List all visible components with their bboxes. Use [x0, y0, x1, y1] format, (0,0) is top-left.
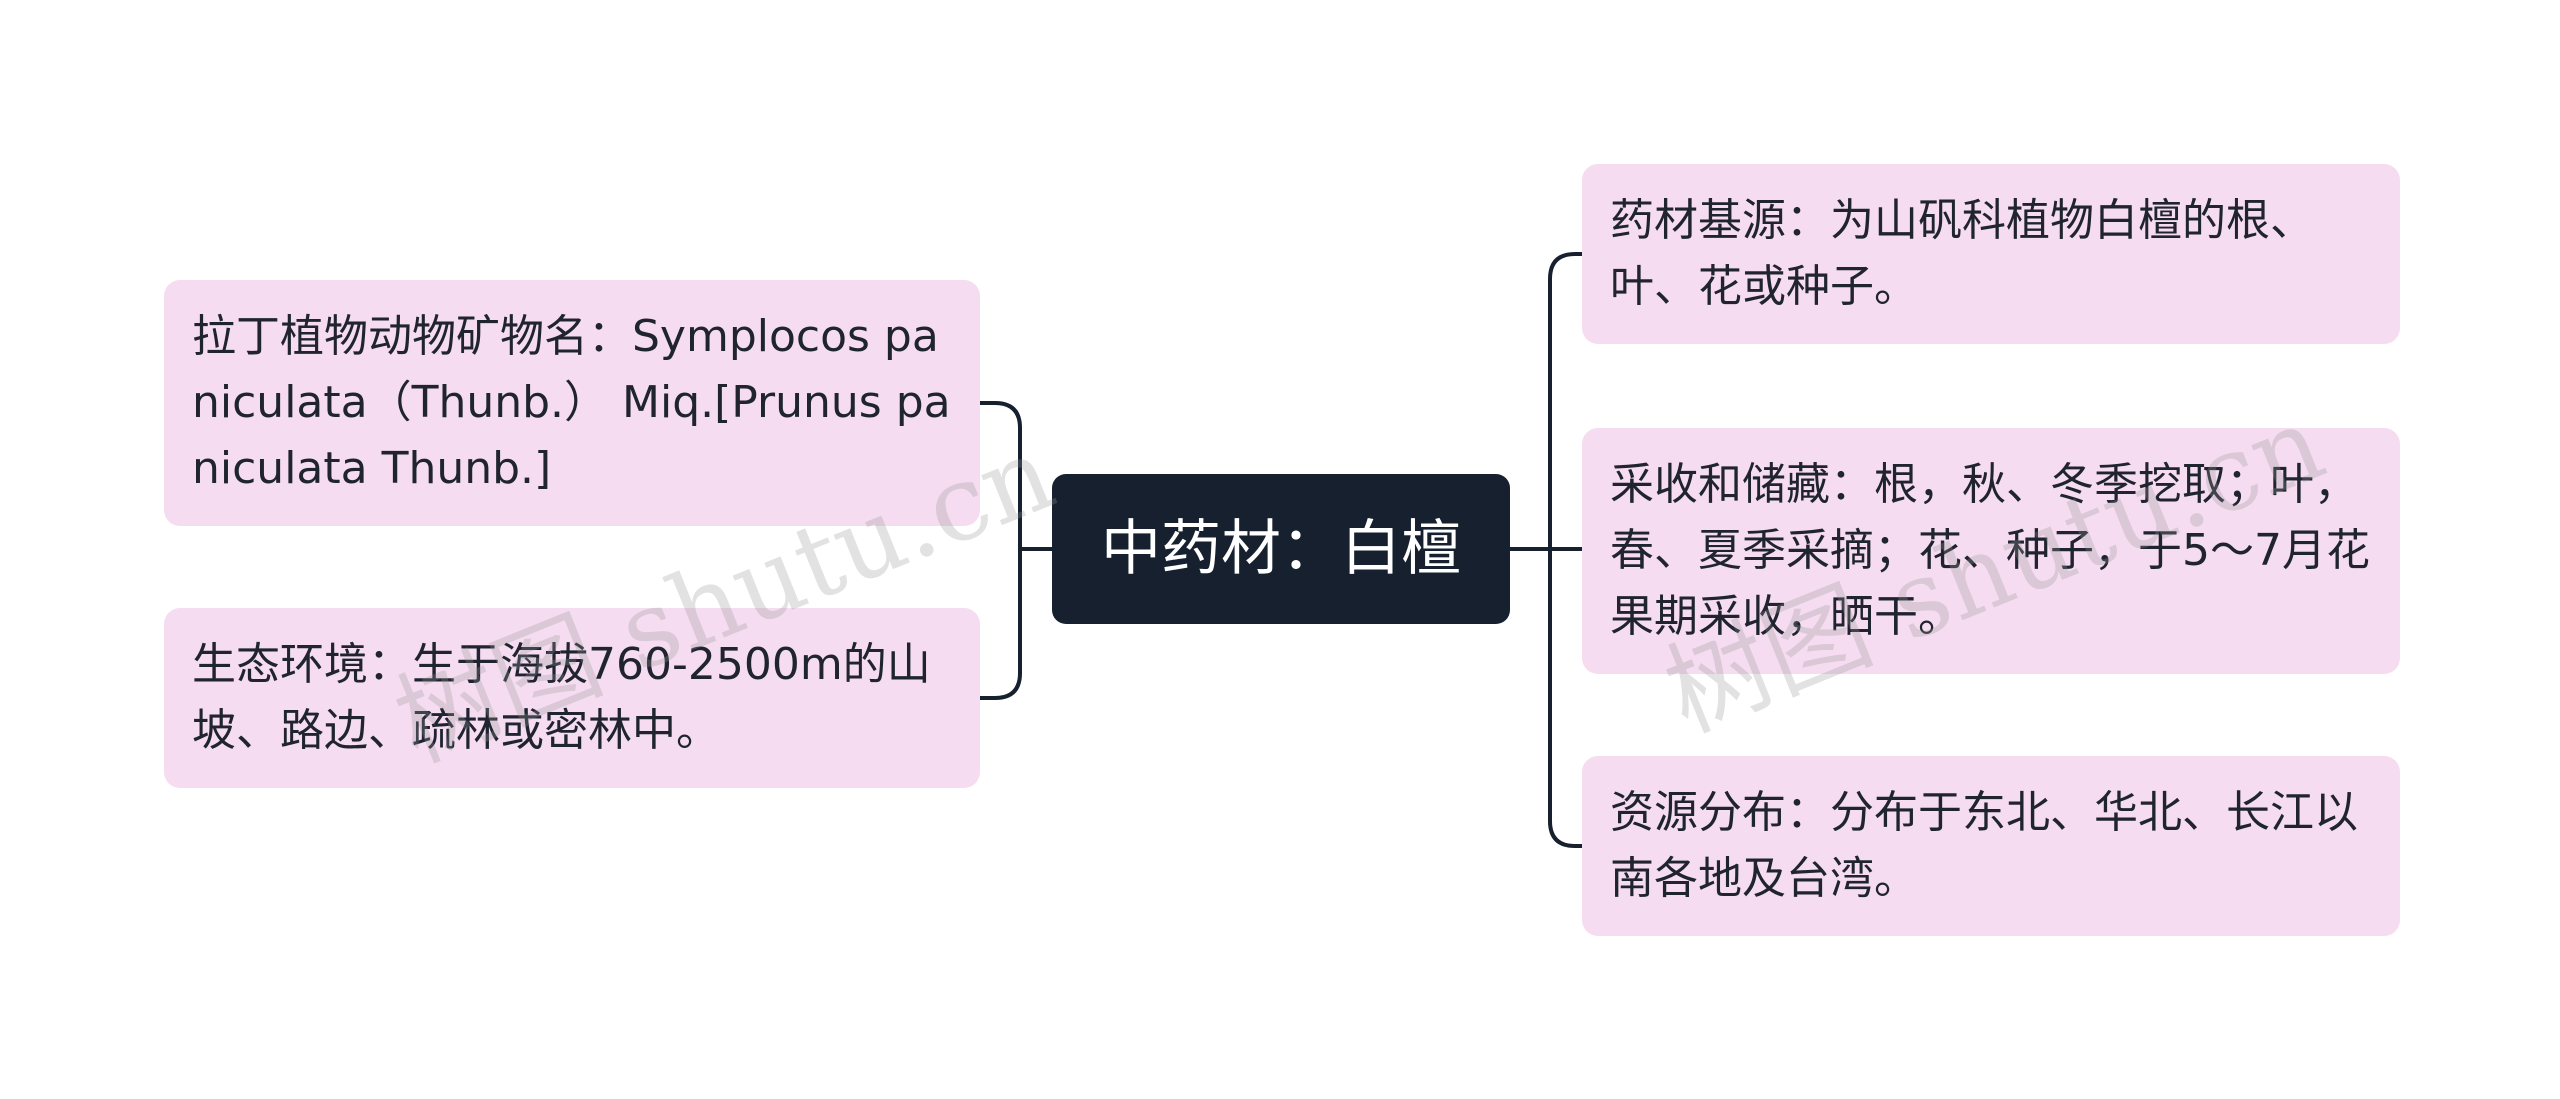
connector-left-1: [980, 401, 1022, 549]
node-latin-name[interactable]: 拉丁植物动物矿物名：Symplocos paniculata（Thunb.） M…: [164, 280, 980, 526]
connector-left-2: [980, 549, 1022, 700]
connector-right-1: [1548, 252, 1582, 549]
node-harvest-storage-text: 采收和储藏：根，秋、冬季挖取；叶，春、夏季采摘；花、种子，于5～7月花果期采收，…: [1610, 459, 2370, 642]
node-distribution[interactable]: 资源分布：分布于东北、华北、长江以南各地及台湾。: [1582, 756, 2400, 936]
connector-right-3: [1548, 549, 1582, 848]
node-habitat[interactable]: 生态环境：生于海拔760-2500m的山坡、路边、疏林或密林中。: [164, 608, 980, 788]
node-latin-name-text: 拉丁植物动物矿物名：Symplocos paniculata（Thunb.） M…: [192, 311, 951, 494]
central-topic[interactable]: 中药材：白檀: [1052, 474, 1510, 624]
node-distribution-text: 资源分布：分布于东北、华北、长江以南各地及台湾。: [1610, 787, 2358, 904]
node-source[interactable]: 药材基源：为山矾科植物白檀的根、叶、花或种子。: [1582, 164, 2400, 344]
node-source-text: 药材基源：为山矾科植物白檀的根、叶、花或种子。: [1610, 195, 2314, 312]
central-topic-label: 中药材：白檀: [1101, 514, 1461, 584]
node-harvest-storage[interactable]: 采收和储藏：根，秋、冬季挖取；叶，春、夏季采摘；花、种子，于5～7月花果期采收，…: [1582, 428, 2400, 674]
node-habitat-text: 生态环境：生于海拔760-2500m的山坡、路边、疏林或密林中。: [192, 639, 931, 756]
